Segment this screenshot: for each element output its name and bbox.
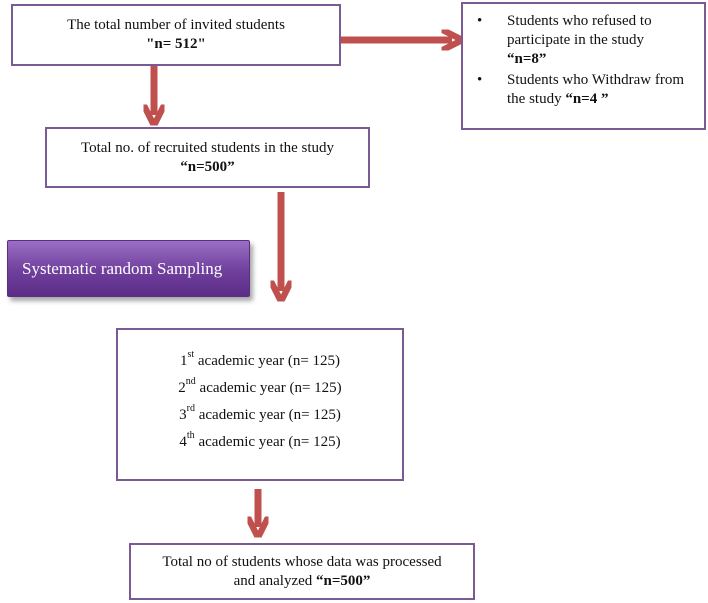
year-row: 4th academic year (n= 125) [179, 430, 341, 451]
list-item: Students who refused to participate in t… [477, 12, 696, 69]
invited-students-box: The total number of invited students "n=… [11, 4, 341, 66]
excluded-students-box: Students who refused to participate in t… [461, 2, 706, 130]
processed-line2: and analyzed “n=500” [233, 573, 371, 589]
processed-count: “n=500” [316, 573, 371, 589]
year-row: 1st academic year (n= 125) [179, 349, 341, 370]
refused-count: “n=8” [507, 51, 547, 67]
year-row: 3rd academic year (n= 125) [179, 403, 341, 424]
recruited-students-box: Total no. of recruited students in the s… [45, 127, 370, 188]
academic-years-box: 1st academic year (n= 125) 2nd academic … [116, 328, 404, 481]
sampling-label: Systematic random Sampling [22, 259, 223, 278]
excluded-list: Students who refused to participate in t… [477, 12, 696, 109]
recruited-label: Total no. of recruited students in the s… [80, 140, 335, 156]
invited-count: "n= 512" [146, 36, 206, 52]
processed-students-box: Total no of students whose data was proc… [129, 543, 475, 600]
processed-label: Total no of students whose data was proc… [162, 554, 442, 570]
recruited-count: “n=500” [180, 159, 235, 175]
invited-label: The total number of invited students [67, 17, 285, 33]
year-row: 2nd academic year (n= 125) [178, 376, 342, 397]
sampling-method-box: Systematic random Sampling [7, 240, 250, 297]
refused-label: Students who refused to participate in t… [507, 13, 652, 48]
withdraw-label: Students who Withdraw from the study [507, 72, 685, 107]
withdraw-count: “n=4 ” [565, 91, 609, 107]
list-item: Students who Withdraw from the study “n=… [477, 71, 696, 109]
